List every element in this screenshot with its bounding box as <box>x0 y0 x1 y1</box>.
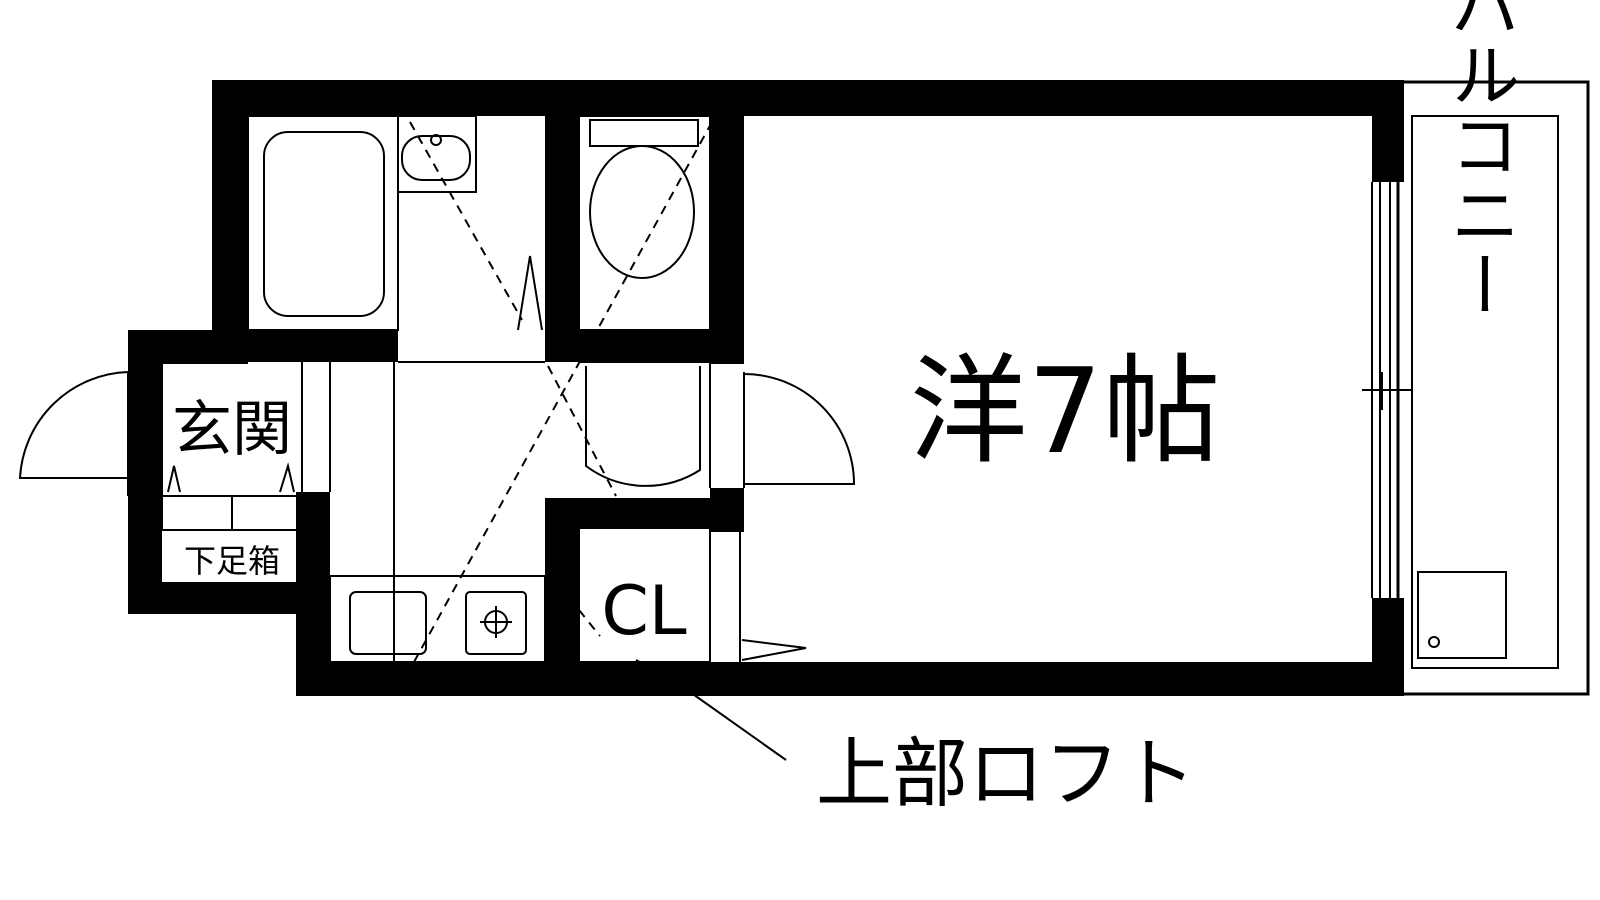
balcony-label: バルコニー <box>1439 0 1521 319</box>
bath-door-swing <box>517 255 543 331</box>
toilet-icon <box>578 115 711 331</box>
thin-partitions <box>329 361 741 662</box>
room-door <box>743 372 856 488</box>
balcony <box>1396 80 1590 696</box>
closet-outline <box>578 527 711 663</box>
shoe-box-outline <box>161 360 303 531</box>
closet-label: CL <box>601 572 686 651</box>
entrance-label: 玄関 <box>172 395 292 465</box>
bathtub-icon <box>247 115 399 331</box>
washbasin-icon <box>397 115 477 193</box>
interior-walls <box>248 116 744 662</box>
kitchen-counter <box>329 575 546 663</box>
closet-door-swing <box>741 639 807 661</box>
main-room-label: 洋7帖 <box>909 342 1220 480</box>
loft-outline <box>409 121 713 681</box>
balcony-window <box>1362 182 1412 598</box>
outer-walls <box>128 80 1404 696</box>
shoe-box-label: 下足箱 <box>184 542 280 580</box>
entrance-door <box>18 371 129 496</box>
hall-door <box>585 366 701 487</box>
sink-icon <box>349 591 427 655</box>
outdoor-unit-icon <box>1417 571 1507 659</box>
stove-burner-icon <box>465 591 527 655</box>
loft-label: 上部ロフト <box>816 729 1196 818</box>
loft-leader-line <box>689 691 787 761</box>
